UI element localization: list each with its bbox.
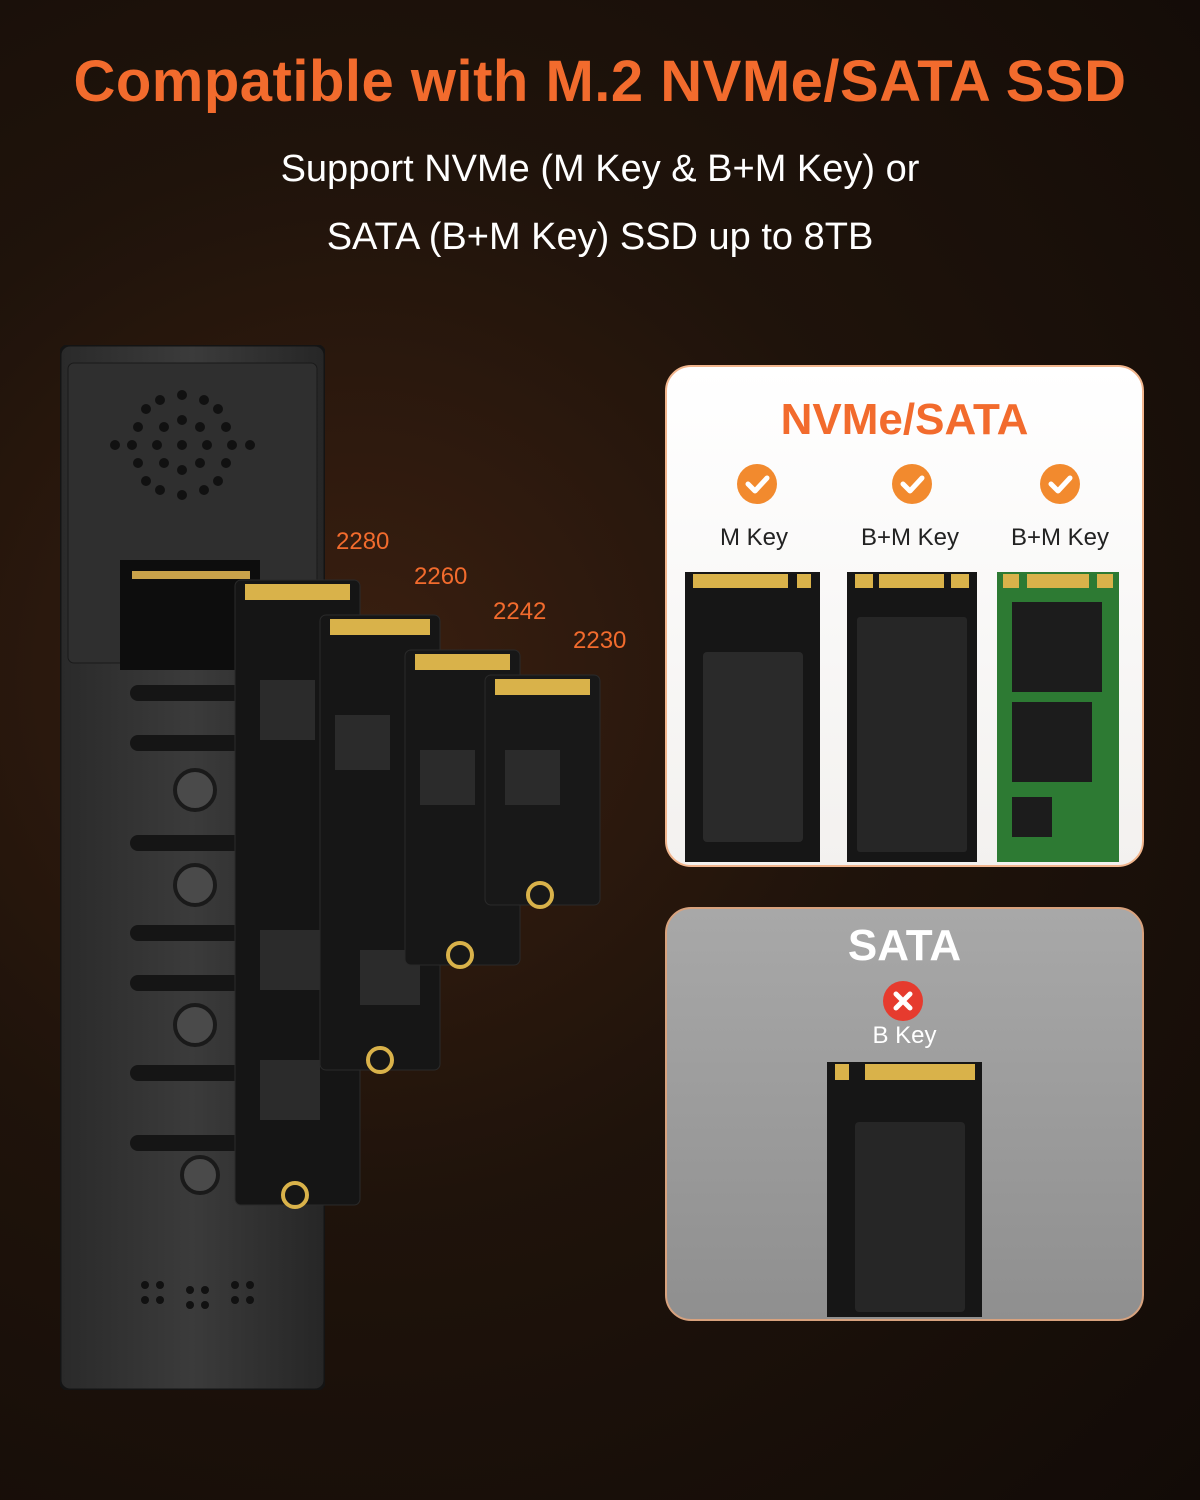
check-circle-icon	[892, 464, 932, 504]
check-circle-icon	[737, 464, 777, 504]
ssd-bm-key-image-2	[997, 572, 1119, 862]
key-label-b-key: B Key	[872, 1022, 937, 1049]
sata-card-title: SATA	[847, 921, 962, 970]
ssd-bm-key-image-1	[847, 572, 977, 862]
size-label-2230: 2230	[573, 627, 627, 654]
key-label-bm-key-1: B+M Key	[860, 524, 960, 551]
ssd-m-key-image	[685, 572, 820, 862]
x-circle-icon	[883, 981, 923, 1021]
size-label-2260: 2260	[414, 563, 468, 590]
subtitle-line-1: Support NVMe (M Key & B+M Key) or	[280, 148, 920, 190]
subtitle-line-2: SATA (B+M Key) SSD up to 8TB	[326, 216, 874, 258]
size-label-2280: 2280	[336, 528, 390, 555]
nvme-sata-card-title: NVMe/SATA	[780, 395, 1029, 444]
size-label-2242: 2242	[493, 598, 547, 625]
key-label-bm-key-2: B+M Key	[1010, 524, 1110, 551]
page-title: Compatible with M.2 NVMe/SATA SSD	[73, 49, 1127, 114]
sata-card: SATA B Key	[665, 907, 1144, 1321]
ssd-sizes-image	[234, 579, 601, 1209]
nvme-sata-card: NVMe/SATA M Key B+M Key B+M Key	[665, 365, 1144, 867]
key-label-m-key: M Key	[719, 524, 788, 551]
ssd-b-key-image	[827, 1062, 982, 1317]
check-circle-icon	[1040, 464, 1080, 504]
